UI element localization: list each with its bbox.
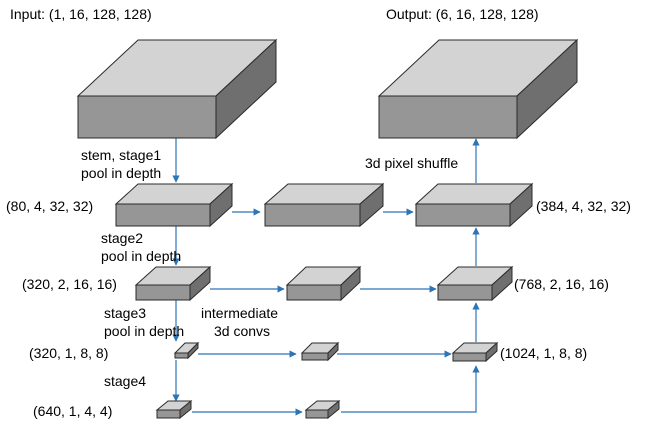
stage4-label: stage4 xyxy=(104,373,146,389)
mid3-block xyxy=(300,341,340,362)
dec3-block xyxy=(451,341,499,363)
input-block xyxy=(76,38,278,140)
enc1-block xyxy=(114,182,234,228)
enc2-block-side xyxy=(189,265,211,302)
mid1-block-side xyxy=(359,182,384,228)
dec2-block-side xyxy=(491,265,513,302)
output-label: Output: (6, 16, 128, 128) xyxy=(386,6,539,22)
arrows xyxy=(172,135,480,416)
dec3-block-side xyxy=(485,341,498,363)
dec2-block-front xyxy=(437,284,493,301)
mid2-block-front xyxy=(286,284,342,301)
mid1-block-front xyxy=(264,203,361,227)
intermediate-label: intermediate xyxy=(201,305,278,321)
mid1-block xyxy=(263,182,385,228)
mid3-block-front xyxy=(301,352,329,361)
enc2-block xyxy=(134,265,212,302)
shape-dec2: (768, 2, 16, 16) xyxy=(514,276,609,292)
mid4-block-front xyxy=(305,409,329,419)
input-label: Input: (1, 16, 128, 128) xyxy=(10,6,152,22)
shape-enc1: (80, 4, 32, 32) xyxy=(6,198,93,214)
arrow-mid4-to-dec3 xyxy=(341,365,480,413)
pool-in-depth-label-2: pool in depth xyxy=(101,248,181,264)
dec1-block-side xyxy=(509,182,533,228)
enc4-block-side xyxy=(179,399,192,420)
mid4-block-side xyxy=(327,399,340,420)
enc2-block-front xyxy=(135,284,191,301)
output-block xyxy=(377,38,579,140)
input-block-side xyxy=(215,38,277,140)
dec1-block-front xyxy=(415,203,511,227)
enc3-block-front xyxy=(174,352,189,359)
shape-enc2: (320, 2, 16, 16) xyxy=(22,276,117,292)
output-block-side xyxy=(516,38,578,140)
labels: Input: (1, 16, 128, 128) Output: (6, 16,… xyxy=(6,6,631,419)
shape-dec3: (1024, 1, 8, 8) xyxy=(500,345,587,361)
mid3-block-side xyxy=(327,341,339,362)
enc4-block-front xyxy=(156,409,181,419)
shape-enc3: (320, 1, 8, 8) xyxy=(29,345,108,361)
mid4-block xyxy=(304,399,341,420)
shape-enc4: (640, 1, 4, 4) xyxy=(33,403,112,419)
output-block-front xyxy=(378,95,518,139)
stage3-label: stage3 xyxy=(104,305,146,321)
stem-stage1-label: stem, stage1 xyxy=(81,147,161,163)
shape-dec1: (384, 4, 32, 32) xyxy=(536,198,631,214)
stage2-label: stage2 xyxy=(101,230,143,246)
enc3-block-side xyxy=(187,341,199,360)
mid2-block-side xyxy=(340,265,361,302)
dec2-block xyxy=(436,265,514,302)
intermediate-3d-convs-label: 3d convs xyxy=(214,323,270,339)
enc1-block-side xyxy=(209,182,233,228)
enc3-block xyxy=(173,341,200,360)
mid2-block xyxy=(285,265,362,302)
enc4-block xyxy=(155,399,193,420)
input-block-front xyxy=(77,95,217,139)
enc1-block-front xyxy=(115,203,211,227)
dec3-block-front xyxy=(452,352,487,362)
pool-in-depth-label-3: pool in depth xyxy=(104,323,184,339)
pixel-shuffle-label: 3d pixel shuffle xyxy=(365,155,458,171)
dec1-block xyxy=(414,182,534,228)
pool-in-depth-label-1: pool in depth xyxy=(81,165,161,181)
